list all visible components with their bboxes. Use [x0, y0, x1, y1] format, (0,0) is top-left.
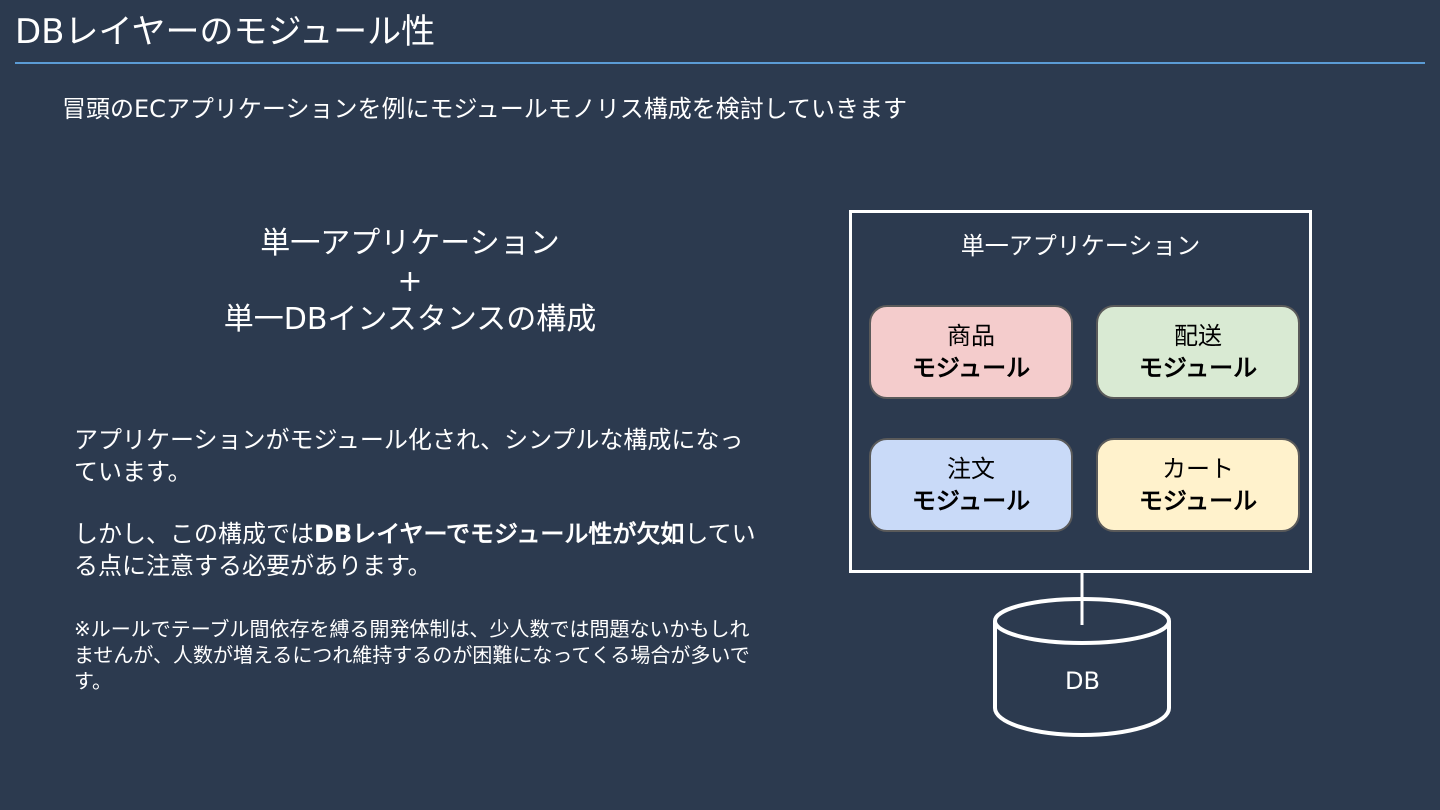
application-label: 単一アプリケーション [960, 232, 1201, 260]
paragraph-2-before: しかし、この構成では [74, 520, 314, 548]
db-cylinder-top [993, 597, 1171, 645]
database-cylinder-icon [993, 573, 1171, 737]
module-order: 注文 モジュール [869, 438, 1073, 532]
db-cylinder-body [993, 621, 1171, 737]
paragraph-2-after: している点に注意する必要があります。 [74, 520, 756, 580]
headline-line-1: 単一アプリケーション [260, 226, 560, 261]
title-divider [15, 62, 1425, 64]
module-cart-sub: モジュール [1138, 487, 1258, 515]
module-product-name: 商品 [947, 322, 995, 350]
module-order-sub: モジュール [911, 487, 1031, 515]
footnote: ※ルールでテーブル間依存を縛る開発体制は、少人数では問題ないかもしれませんが、人… [74, 617, 750, 693]
module-delivery: 配送 モジュール [1096, 305, 1300, 399]
application-box: 単一アプリケーション 商品 モジュール 配送 モジュール 注文 モジュール カー… [849, 210, 1312, 573]
db-label: DB [1065, 667, 1100, 695]
paragraph-2-emphasis: DBレイヤーでモジュール性が欠如 [314, 520, 685, 548]
module-delivery-name: 配送 [1174, 322, 1222, 350]
slide-title: DBレイヤーのモジュール性 [15, 12, 436, 52]
module-product: 商品 モジュール [869, 305, 1073, 399]
headline-line-2: + [397, 264, 423, 299]
module-cart: カート モジュール [1096, 438, 1300, 532]
body-paragraph-2: しかし、この構成ではDBレイヤーでモジュール性が欠如している点に注意する必要があ… [74, 518, 764, 582]
headline-line-3: 単一DBインスタンスの構成 [223, 302, 597, 337]
slide-subtitle: 冒頭のECアプリケーションを例にモジュールモノリス構成を検討していきます [62, 95, 908, 123]
module-cart-name: カート [1162, 455, 1234, 483]
module-product-sub: モジュール [911, 354, 1031, 382]
module-order-name: 注文 [947, 455, 995, 483]
headline: 単一アプリケーション + 単一DBインスタンスの構成 [120, 225, 700, 339]
body-paragraph-1: アプリケーションがモジュール化され、シンプルな構成になっています。 [74, 426, 744, 486]
module-delivery-sub: モジュール [1138, 354, 1258, 382]
